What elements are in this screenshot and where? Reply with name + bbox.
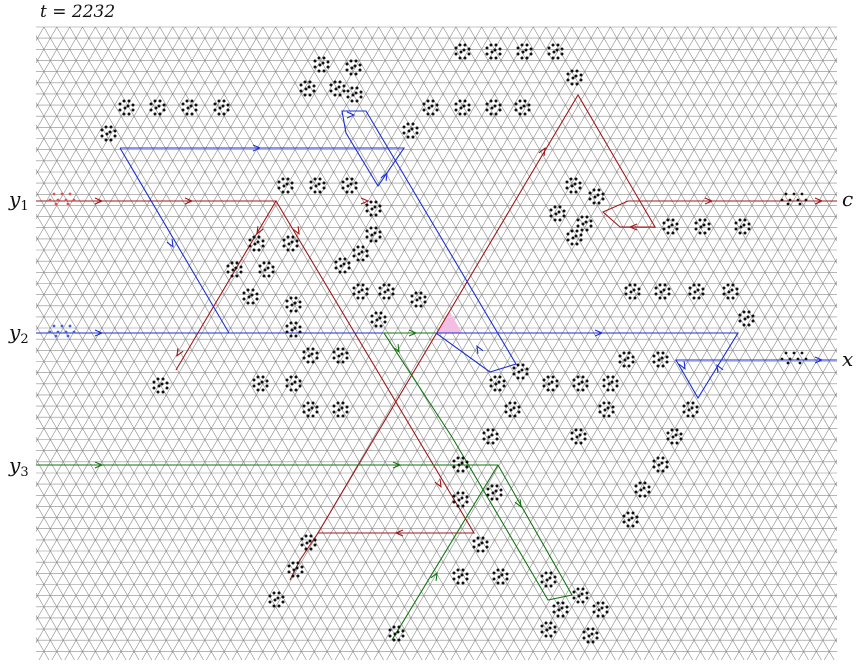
particle-cluster <box>347 87 363 103</box>
input-particles <box>49 193 808 365</box>
particle-cluster <box>667 429 683 445</box>
grid-lines <box>36 27 837 660</box>
label-y2: y2 <box>8 320 29 347</box>
highlight-layer <box>437 312 462 333</box>
time-label: t = 2232 <box>40 2 115 22</box>
particle-cluster <box>623 512 639 528</box>
input-y2-particles <box>49 325 76 338</box>
particle-cluster <box>243 289 259 305</box>
green-path <box>36 333 572 600</box>
particle-cluster <box>593 602 609 618</box>
triangular-grid <box>36 27 837 660</box>
particle-cluster <box>683 402 699 418</box>
particle-cluster <box>739 311 755 327</box>
output-x-particles <box>781 352 808 365</box>
particle-cluster <box>342 178 358 194</box>
particle-cluster <box>371 312 387 328</box>
particle-cluster <box>487 485 503 501</box>
label-c: c <box>842 187 853 211</box>
particle-cluster <box>455 100 471 116</box>
arrowhead <box>347 112 354 118</box>
label-y3: y3 <box>8 453 29 480</box>
particle-cluster <box>310 178 326 194</box>
particle-cluster <box>278 178 294 194</box>
label-x: x <box>842 347 853 371</box>
label-y1: y1 <box>8 187 29 214</box>
pink-highlight-cell <box>437 312 462 333</box>
particle-cluster <box>335 258 351 274</box>
